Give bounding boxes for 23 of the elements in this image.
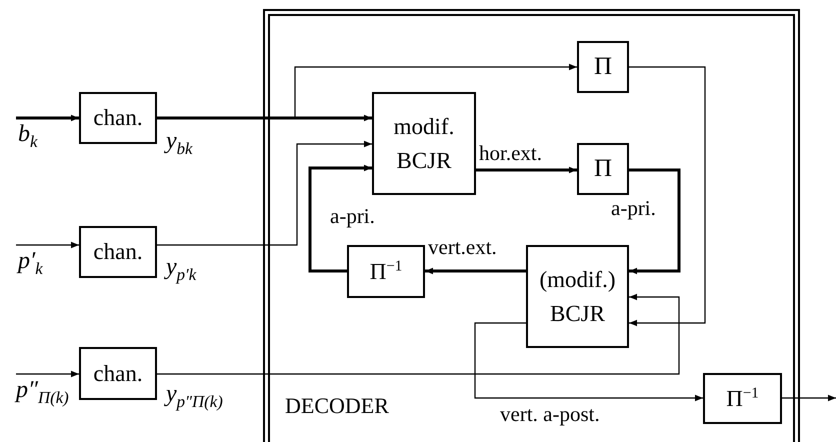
block-box: Π$^{−1}$	[703, 373, 782, 424]
arrow	[629, 168, 680, 274]
block-box: chan.	[79, 92, 157, 144]
block-box: chan.	[79, 347, 157, 400]
block-box: (modif.) BCJR	[526, 245, 629, 348]
arrow	[16, 370, 79, 378]
arrow	[16, 114, 79, 122]
block-box: modif. BCJR	[372, 92, 476, 195]
arrow	[157, 140, 372, 246]
arrow	[157, 294, 680, 375]
block-box: Π	[577, 41, 629, 93]
arrow	[474, 322, 703, 402]
block-box: Π$^{−1}$	[347, 245, 425, 298]
arrow	[308, 164, 372, 272]
arrow	[476, 166, 577, 174]
arrow	[16, 242, 79, 248]
arrow	[629, 66, 706, 326]
block-box: Π	[577, 143, 629, 195]
arrow	[157, 114, 372, 122]
arrow	[782, 394, 836, 402]
arrow	[425, 268, 526, 274]
frame-title: DECODER	[285, 393, 389, 419]
block-box: chan.	[79, 226, 157, 278]
